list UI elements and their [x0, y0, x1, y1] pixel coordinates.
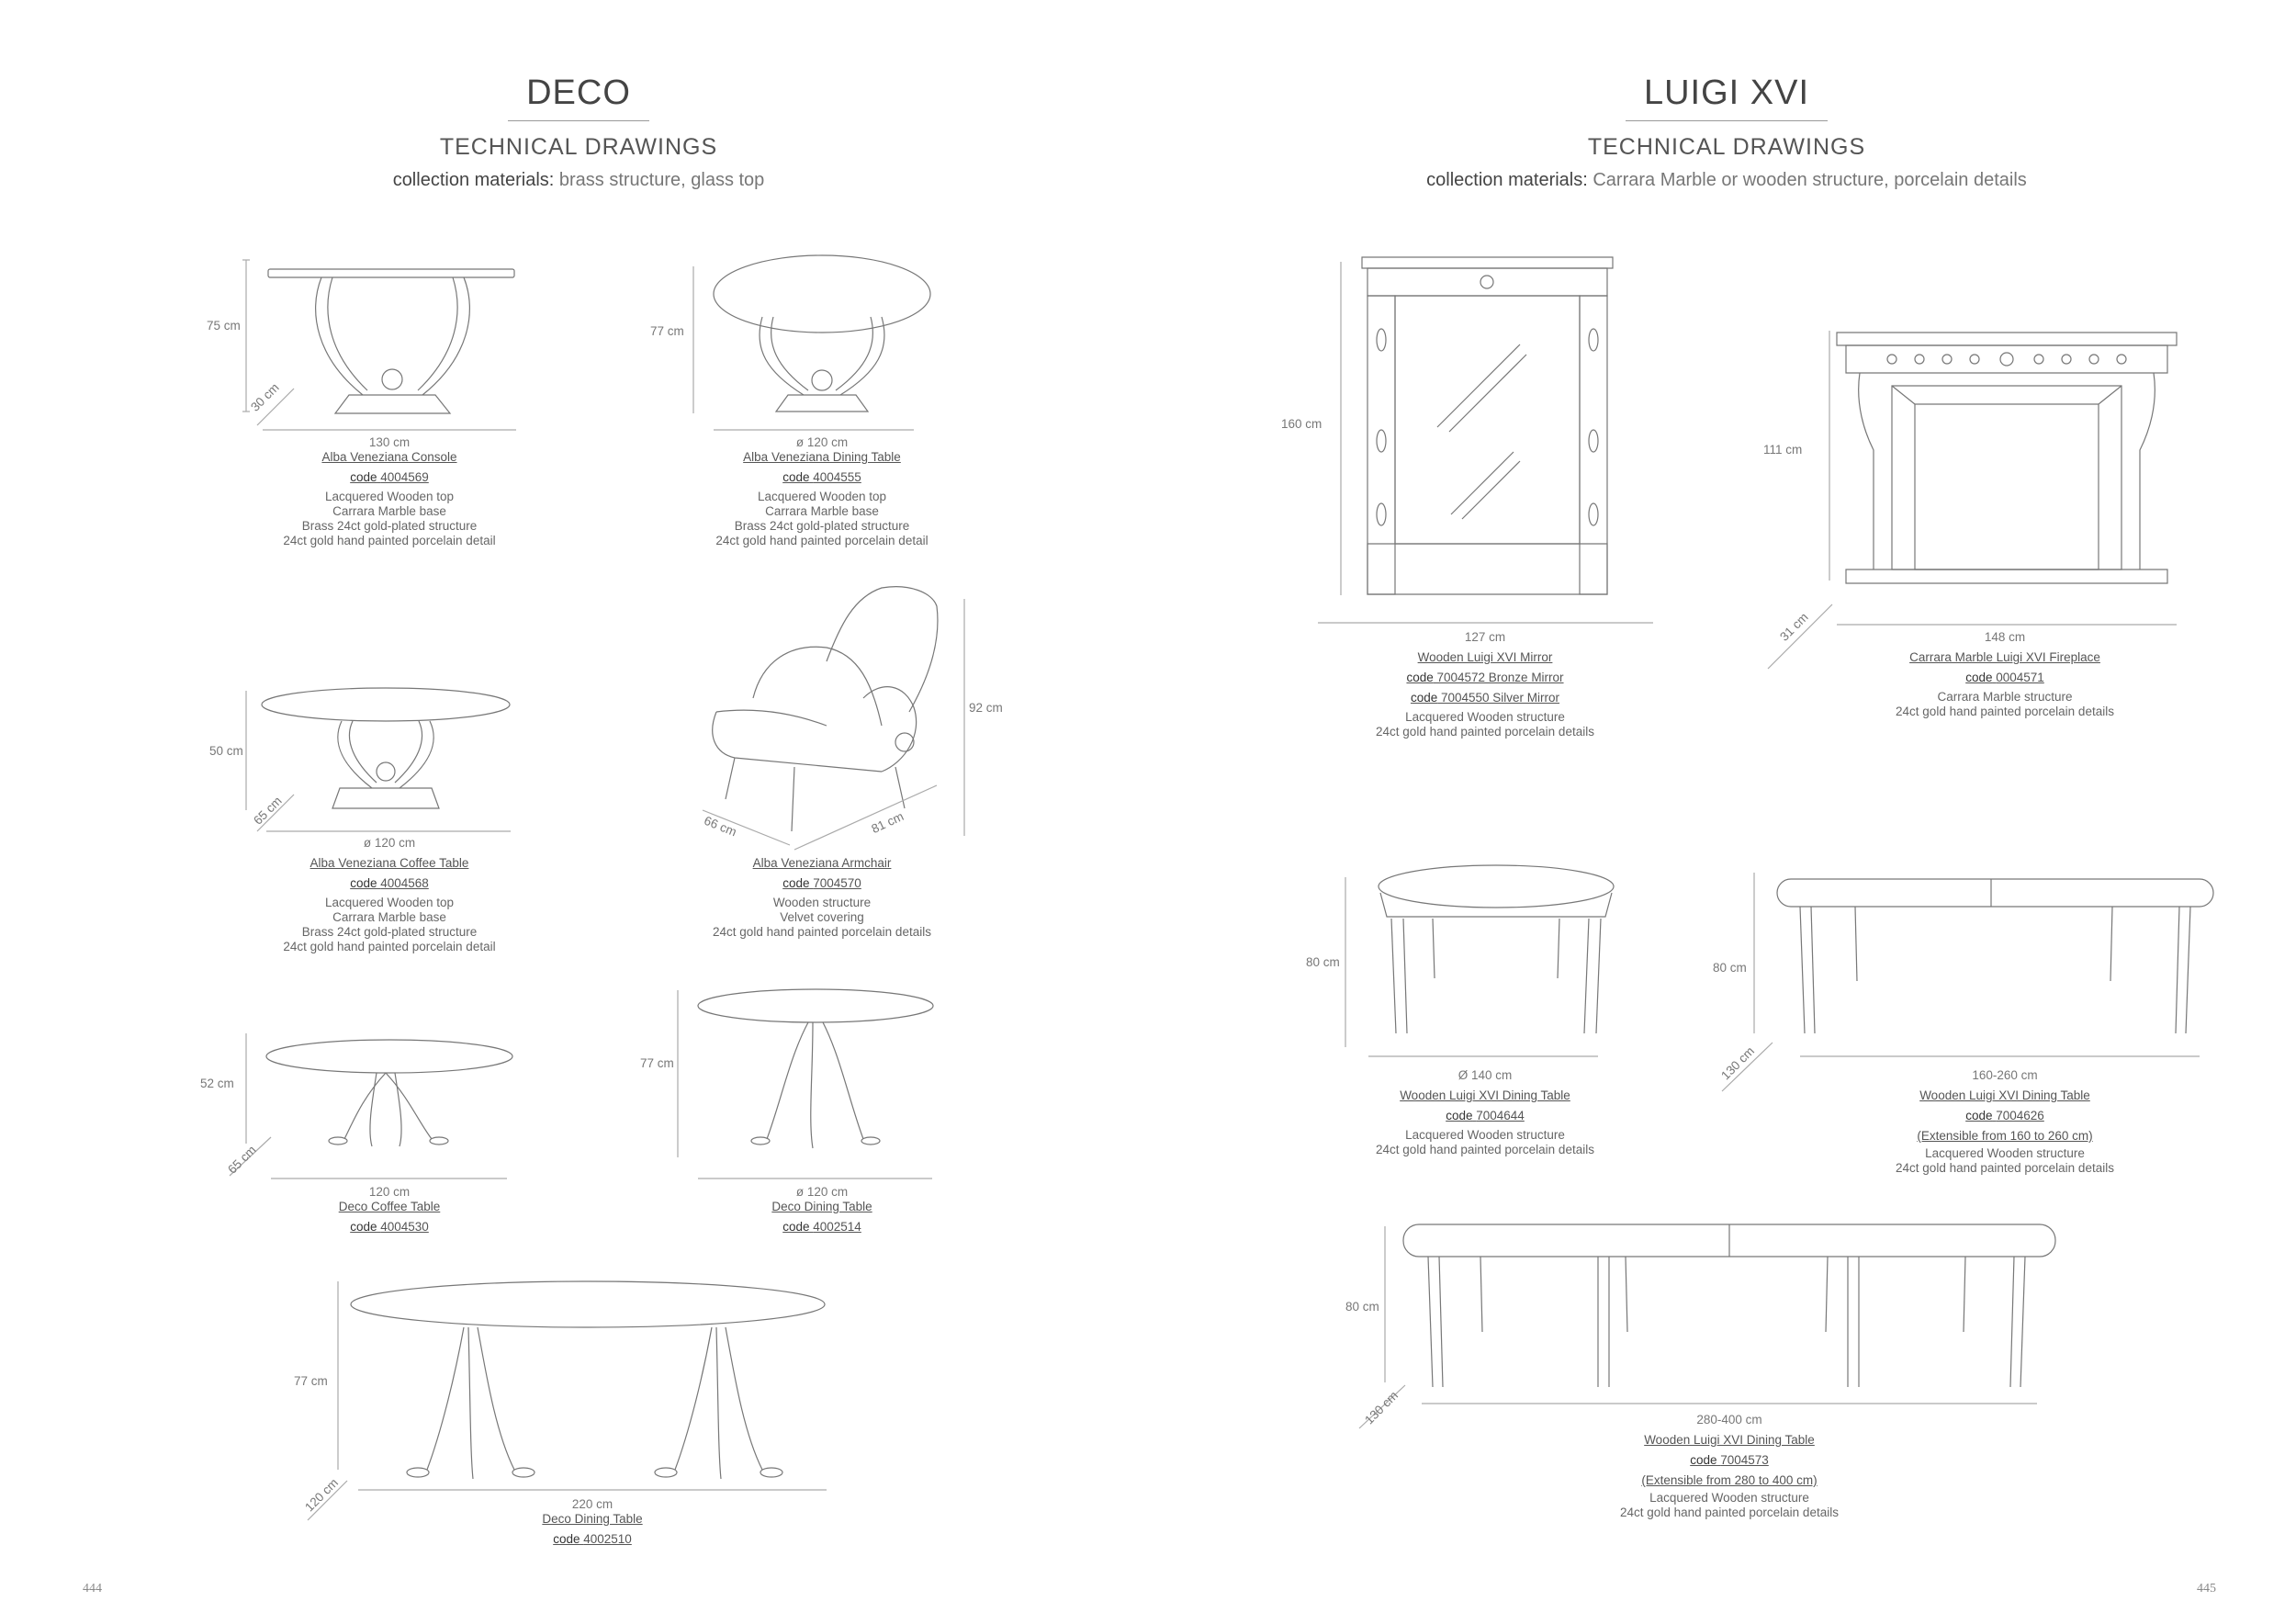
product-code: code 4004530 [350, 1220, 429, 1234]
product-code: code 4004568 [350, 876, 429, 890]
collection-materials: collection materials: Carrara Marble or … [1426, 170, 2027, 190]
deco-dining-caption: ø 120 cm Deco Dining Table code 4002514 [771, 1185, 872, 1234]
product-code: code 7004550 Silver Mirror [1410, 691, 1560, 705]
deco-oval-caption: 220 cm Deco Dining Table code 4002510 [542, 1497, 643, 1546]
product-name: Alba Veneziana Coffee Table [310, 856, 469, 870]
product-name: Wooden Luigi XVI Dining Table [1919, 1088, 2090, 1102]
product-code: code 4004555 [782, 470, 861, 484]
left-header: DECO TECHNICAL DRAWINGS collection mater… [165, 73, 992, 191]
mirror-height-dimension: 160 cm [1281, 417, 1322, 431]
deco-coffee-caption: 120 cm Deco Coffee Table code 4004530 [338, 1185, 441, 1234]
deco-coffee-table-drawing [230, 1033, 512, 1179]
alba-dining-table-drawing [693, 255, 930, 430]
luigi-extensible-table-2-drawing [1359, 1224, 2055, 1428]
product-code: code 7004626 [1965, 1109, 2044, 1122]
mirror-caption: 127 cm Wooden Luigi XVI Mirror code 7004… [1376, 630, 1594, 739]
product-code: code 4002510 [553, 1532, 632, 1546]
luigi-ext1-height-dimension: 80 cm [1713, 961, 1747, 975]
extensible-note: (Extensible from 280 to 400 cm) [1641, 1473, 1818, 1487]
luigi-extensible-table-1-drawing [1722, 873, 2213, 1091]
fireplace-caption: 148 cm Carrara Marble Luigi XVI Fireplac… [1896, 630, 2114, 718]
luigi-ext2-height-dimension: 80 cm [1345, 1300, 1379, 1314]
product-name: Wooden Luigi XVI Dining Table [1644, 1433, 1815, 1447]
product-code: code 7004572 Bronze Mirror [1406, 671, 1564, 684]
product-code: code 7004573 [1690, 1453, 1769, 1467]
armchair-drawing [703, 587, 964, 850]
alba-dining-height-dimension: 77 cm [650, 324, 684, 338]
luigi-round-caption: Ø 140 cm Wooden Luigi XVI Dining Table c… [1376, 1068, 1594, 1156]
armchair-height-dimension: 92 cm [969, 701, 1003, 715]
fireplace-height-dimension: 111 cm [1763, 443, 1803, 457]
product-name: Alba Veneziana Console [321, 450, 457, 464]
deco-oval-height-dimension: 77 cm [294, 1374, 328, 1388]
alba-coffee-table-drawing [246, 688, 511, 831]
collection-title: LUIGI XVI [1625, 73, 1829, 121]
page-number-right: 445 [2197, 1582, 2216, 1596]
product-code: code 7004644 [1446, 1109, 1525, 1122]
alba-dining-caption: ø 120 cm Alba Veneziana Dining Table cod… [715, 435, 929, 547]
product-code: code 4002514 [782, 1220, 861, 1234]
product-code: code 7004570 [782, 876, 861, 890]
console-caption: 130 cm Alba Veneziana Console code 40045… [283, 435, 496, 547]
collection-title: DECO [508, 73, 649, 121]
product-name: Wooden Luigi XVI Mirror [1417, 650, 1553, 664]
product-name: Alba Veneziana Armchair [752, 856, 892, 870]
luigi-round-table-drawing [1345, 865, 1614, 1056]
product-name: Deco Coffee Table [338, 1200, 441, 1213]
product-name: Alba Veneziana Dining Table [743, 450, 901, 464]
product-code: code 4004569 [350, 470, 429, 484]
luigi-ext1-caption: 160-260 cm Wooden Luigi XVI Dining Table… [1896, 1068, 2114, 1175]
extensible-note: (Extensible from 160 to 260 cm) [1917, 1129, 2093, 1143]
product-name: Deco Dining Table [771, 1200, 872, 1213]
mirror-drawing [1318, 257, 1653, 623]
section-subtitle: TECHNICAL DRAWINGS [1587, 134, 1866, 160]
fireplace-drawing [1768, 331, 2177, 669]
right-header: LUIGI XVI TECHNICAL DRAWINGS collection … [1313, 73, 2140, 191]
product-name: Wooden Luigi XVI Dining Table [1400, 1088, 1570, 1102]
collection-materials: collection materials: brass structure, g… [392, 170, 765, 190]
page-number-left: 444 [83, 1582, 102, 1596]
deco-dining-oval-drawing [308, 1281, 827, 1520]
console-height-dimension: 75 cm [207, 319, 241, 333]
section-subtitle: TECHNICAL DRAWINGS [439, 134, 718, 160]
product-name: Deco Dining Table [542, 1512, 643, 1526]
alba-coffee-height-dimension: 50 cm [209, 744, 243, 758]
product-name: Carrara Marble Luigi XVI Fireplace [1909, 650, 2100, 664]
luigi-round-height-dimension: 80 cm [1306, 955, 1340, 969]
console-drawing [242, 260, 516, 430]
deco-dining-height-dimension: 77 cm [640, 1056, 674, 1070]
armchair-caption: Alba Veneziana Armchair code 7004570 Woo… [713, 856, 931, 939]
deco-coffee-height-dimension: 52 cm [200, 1077, 234, 1090]
deco-dining-table-drawing [678, 989, 933, 1179]
product-code: code 0004571 [1965, 671, 2044, 684]
luigi-ext2-caption: 280-400 cm Wooden Luigi XVI Dining Table… [1620, 1413, 1839, 1519]
alba-coffee-caption: ø 120 cm Alba Veneziana Coffee Table cod… [283, 836, 496, 953]
